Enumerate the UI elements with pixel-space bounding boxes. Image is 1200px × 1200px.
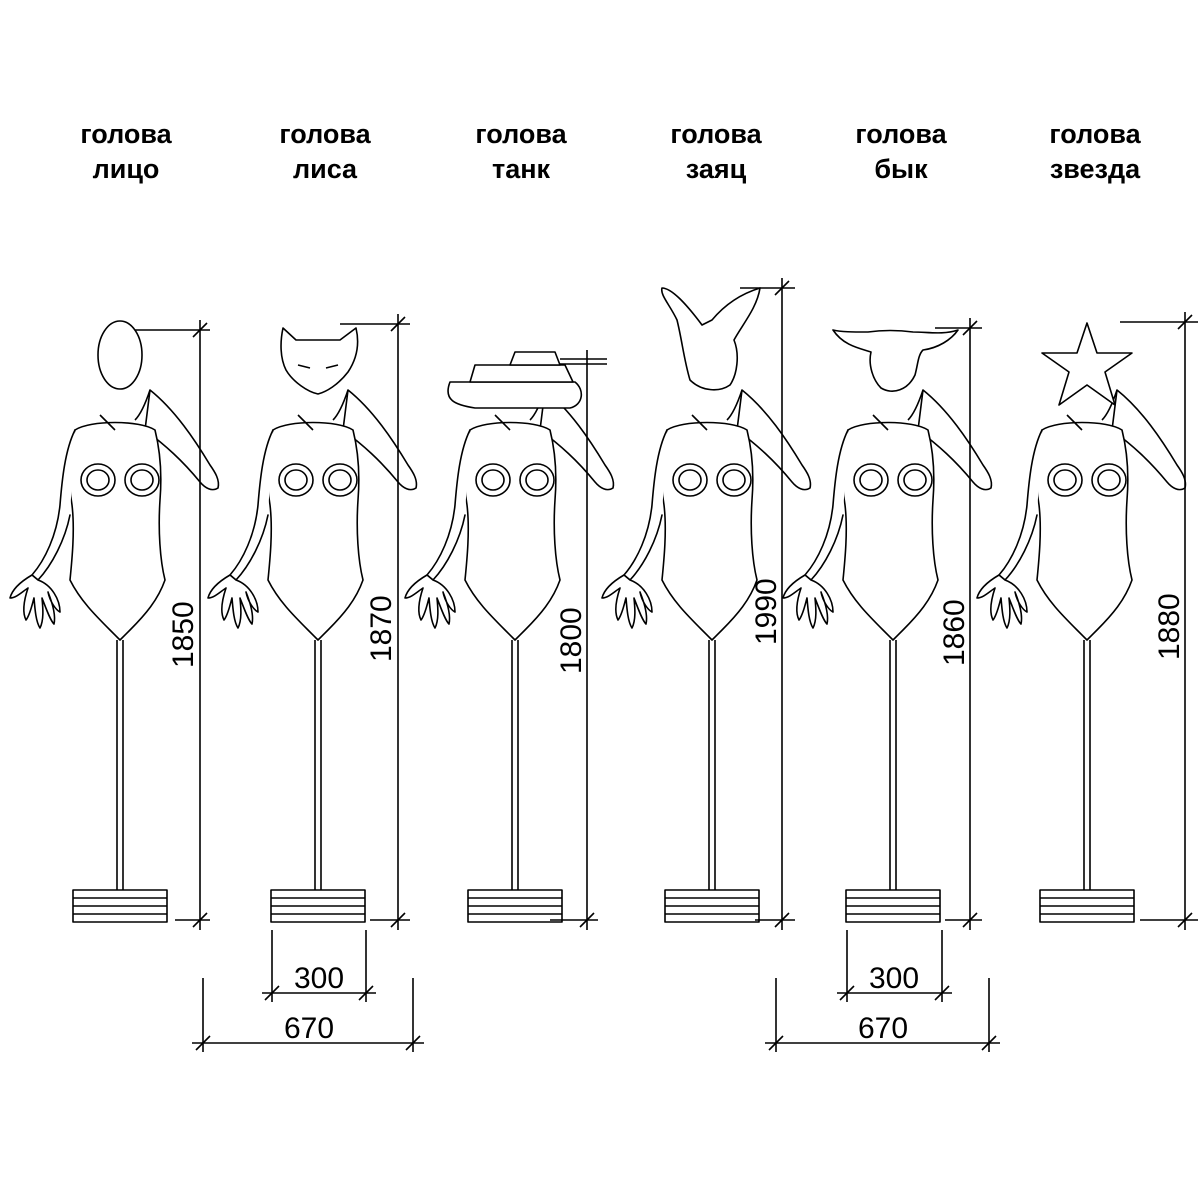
dimension-height-bull: 1860 [935, 318, 982, 930]
height-value: 1880 [1153, 593, 1186, 660]
base-width-value: 300 [294, 962, 344, 995]
dimension-height-tank: 1800 [550, 350, 598, 930]
label-figure-name: танк [491, 154, 551, 184]
base-width-value: 300 [869, 962, 919, 995]
dimension-height-fox: 1870 [340, 314, 410, 930]
figure-label-face: голова лицо [36, 117, 216, 187]
label-head-word: голова [80, 119, 172, 149]
overall-width-value: 670 [284, 1012, 334, 1045]
bull-horns-head [832, 329, 959, 392]
mannequin-fox [207, 327, 418, 923]
label-head-word: голова [475, 119, 567, 149]
height-value: 1860 [938, 599, 971, 666]
fox-mask-head [280, 327, 359, 395]
face-oval-head [97, 320, 143, 390]
height-value: 1850 [167, 601, 200, 668]
dimension-height-face: 1850 [135, 320, 210, 930]
mannequin-bull [782, 329, 993, 923]
overall-width-value: 670 [858, 1012, 908, 1045]
label-head-word: голова [670, 119, 762, 149]
label-figure-name: заяц [685, 154, 747, 184]
label-head-word: голова [279, 119, 371, 149]
dimension-height-hare: 1990 [740, 278, 795, 930]
label-figure-name: бык [874, 154, 928, 184]
star-head [1041, 322, 1133, 406]
figure-label-fox: голова лиса [235, 117, 415, 187]
label-figure-name: звезда [1049, 154, 1141, 184]
tank-head [447, 351, 607, 409]
mannequin-tank [404, 351, 615, 923]
figure-label-tank: голова танк [431, 117, 611, 187]
height-value: 1870 [365, 595, 398, 662]
height-value: 1800 [555, 607, 588, 674]
figure-label-hare: голова заяц [626, 117, 806, 187]
figure-label-star: голова звезда [1005, 117, 1185, 187]
label-figure-name: лицо [92, 154, 160, 184]
mannequin-star [976, 322, 1187, 923]
label-figure-name: лиса [292, 154, 358, 184]
dimension-width-left: 300 670 [192, 930, 424, 1052]
height-value: 1990 [750, 578, 783, 645]
hare-ears-head [660, 287, 761, 391]
mannequin-face [9, 320, 220, 923]
dimension-height-star: 1880 [1120, 312, 1198, 930]
figure-label-bull: голова бык [811, 117, 991, 187]
mannequin-hare [601, 287, 812, 923]
dimension-width-right: 300 670 [765, 930, 1000, 1052]
label-head-word: голова [855, 119, 947, 149]
label-head-word: голова [1049, 119, 1141, 149]
